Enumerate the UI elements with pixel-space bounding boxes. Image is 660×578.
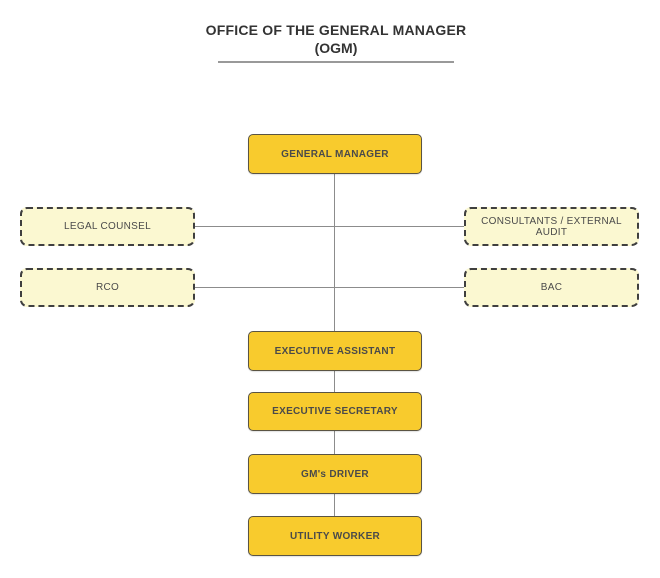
node-label: UTILITY WORKER <box>289 530 381 542</box>
node-legal-counsel: LEGAL COUNSEL <box>20 207 195 246</box>
node-label: EXECUTIVE SECRETARY <box>272 406 398 417</box>
connector-legal-counsel-consultants <box>195 226 464 227</box>
page-title: OFFICE OF THE GENERAL MANAGER <box>205 22 467 38</box>
node-utility-worker: UTILITY WORKER <box>248 516 422 556</box>
connector-rco-bac <box>195 287 464 288</box>
node-bac: BAC <box>464 268 639 307</box>
node-gms-driver: GM's DRIVER <box>248 454 422 494</box>
title-underline <box>218 61 454 63</box>
node-general-manager: GENERAL MANAGER <box>248 134 422 174</box>
node-rco: RCO <box>20 268 195 307</box>
node-consultants-external-audit: CONSULTANTS / EXTERNAL AUDIT <box>464 207 639 246</box>
node-label: RCO <box>95 282 120 293</box>
node-label: GENERAL MANAGER <box>281 148 389 160</box>
node-label: LEGAL COUNSEL <box>64 221 151 232</box>
node-executive-secretary: EXECUTIVE SECRETARY <box>248 392 422 431</box>
node-label: EXECUTIVE ASSISTANT <box>274 345 396 357</box>
page-subtitle: (OGM) <box>314 40 358 56</box>
node-label: GM's DRIVER <box>301 468 369 480</box>
connector-secretary-to-driver <box>334 431 335 454</box>
connector-driver-to-utility-worker <box>334 494 335 516</box>
connector-gm-to-executive-assistant <box>334 174 335 331</box>
node-label: BAC <box>540 282 563 293</box>
node-label: CONSULTANTS / EXTERNAL AUDIT <box>481 215 622 238</box>
connector-executive-assistant-to-secretary <box>334 371 335 392</box>
node-executive-assistant: EXECUTIVE ASSISTANT <box>248 331 422 371</box>
